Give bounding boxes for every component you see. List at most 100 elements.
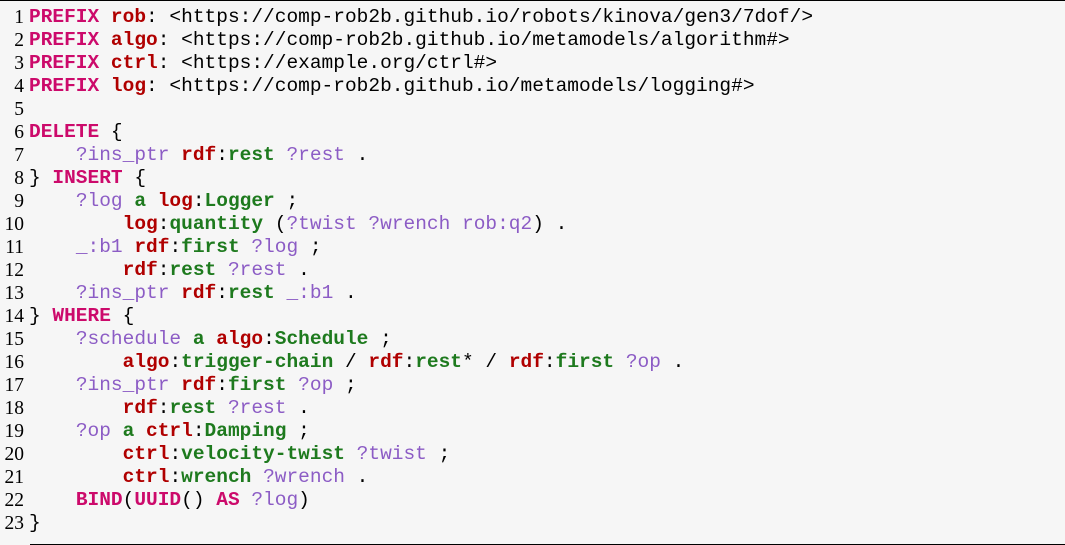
code-token: rdf: [181, 374, 217, 396]
code-token: a: [192, 328, 205, 350]
line-number: 15: [4, 329, 25, 350]
code-text: }: [29, 512, 41, 535]
line-number: 13: [4, 283, 25, 304]
line-number: 21: [4, 467, 25, 488]
code-text: ?ins_ptr rdf:rest _:b1 .: [29, 282, 357, 305]
code-token: PREFIX: [29, 75, 100, 97]
code-token: PREFIX: [29, 29, 100, 51]
code-line: 12 rdf:rest ?rest .: [0, 259, 1065, 282]
code-text: _:b1 rdf:first ?log ;: [29, 236, 322, 259]
code-text: PREFIX algo: <https://comp-rob2b.github.…: [29, 29, 790, 52]
code-token: rest: [227, 144, 275, 166]
code-token: _:b1: [75, 236, 123, 258]
code-line: 23}: [0, 512, 1065, 535]
code-text: ?ins_ptr rdf:rest ?rest .: [29, 144, 369, 167]
code-token: [29, 443, 123, 465]
code-token: : <https://comp-rob2b.github.io/robots/k…: [146, 6, 814, 28]
code-token: first: [227, 374, 287, 396]
code-token: .: [286, 397, 310, 419]
line-number: 1: [14, 7, 24, 28]
code-token: rest: [227, 282, 275, 304]
code-token: a: [134, 190, 147, 212]
code-line: 8} INSERT {: [0, 167, 1065, 190]
code-token: [123, 190, 135, 212]
code-text: rdf:rest ?rest .: [29, 259, 310, 282]
code-token: Schedule: [274, 328, 369, 350]
code-token: AS: [216, 489, 240, 511]
code-token: BIND: [75, 489, 123, 511]
code-token: [29, 213, 123, 235]
code-line: 9 ?log a log:Logger ;: [0, 190, 1065, 213]
code-token: [29, 144, 76, 166]
code-token: ?schedule: [75, 328, 182, 350]
code-token: ?twist: [356, 443, 427, 465]
code-token: DELETE: [29, 121, 100, 143]
code-token: rdf: [122, 397, 158, 419]
code-token: :: [192, 420, 205, 442]
code-token: :: [157, 259, 170, 281]
line-number: 20: [4, 444, 25, 465]
code-token: rest: [415, 351, 462, 373]
code-token: rdf: [368, 351, 404, 373]
code-token: a: [122, 420, 135, 442]
code-token: first: [555, 351, 615, 373]
code-line: 21 ctrl:wrench ?wrench .: [0, 466, 1065, 489]
code-line: 19 ?op a ctrl:Damping ;: [0, 420, 1065, 443]
code-token: rest: [169, 397, 217, 419]
code-token: quantity: [169, 213, 264, 235]
code-token: ?op: [298, 374, 334, 396]
code-token: Damping: [204, 420, 287, 442]
code-text: ?ins_ptr rdf:first ?op ;: [29, 374, 357, 397]
code-token: [614, 351, 626, 373]
code-token: (: [122, 489, 135, 511]
code-token: :: [169, 443, 182, 465]
code-token: :: [403, 351, 416, 373]
code-token: ?wrench: [263, 466, 345, 488]
code-line: 10 log:quantity (?twist ?wrench rob:q2) …: [0, 213, 1065, 236]
code-token: rdf: [508, 351, 544, 373]
code-token: ctrl: [146, 420, 193, 442]
code-token: [240, 236, 252, 258]
code-token: [134, 420, 146, 442]
code-token: [275, 282, 287, 304]
code-token: rob: [110, 6, 147, 28]
code-token: :: [543, 351, 556, 373]
code-token: [169, 374, 181, 396]
code-token: _:b1: [286, 282, 334, 304]
code-token: UUID: [134, 489, 182, 511]
code-token: ;: [333, 374, 357, 396]
code-token: [29, 190, 76, 212]
code-token: algo: [122, 351, 170, 373]
code-text: ctrl:velocity-twist ?twist ;: [29, 443, 451, 466]
code-token: ): [298, 489, 310, 511]
code-token: [29, 489, 76, 511]
line-number: 12: [4, 260, 25, 281]
code-token: ?rest: [227, 259, 287, 281]
code-line: 7 ?ins_ptr rdf:rest ?rest .: [0, 144, 1065, 167]
code-token: [216, 259, 228, 281]
line-number: 19: [4, 421, 25, 442]
code-token: [205, 328, 217, 350]
line-number: 8: [14, 168, 24, 189]
code-token: [29, 282, 76, 304]
code-token: }: [29, 512, 41, 534]
code-token: wrench: [181, 466, 252, 488]
code-token: ;: [426, 443, 451, 465]
code-token: ctrl: [110, 52, 158, 74]
code-token: ?rest: [286, 144, 345, 166]
code-token: [99, 6, 111, 28]
line-number: 9: [14, 191, 24, 212]
code-token: PREFIX: [29, 6, 100, 28]
code-line: 15 ?schedule a algo:Schedule ;: [0, 328, 1065, 351]
code-token: rdf: [181, 144, 217, 166]
line-number: 2: [14, 30, 24, 51]
code-token: [111, 420, 123, 442]
code-text: ?schedule a algo:Schedule ;: [29, 328, 392, 351]
code-token: PREFIX: [29, 52, 100, 74]
line-number: 18: [4, 398, 25, 419]
code-token: Logger: [204, 190, 275, 212]
code-token: [29, 351, 123, 373]
code-token: :: [157, 397, 170, 419]
